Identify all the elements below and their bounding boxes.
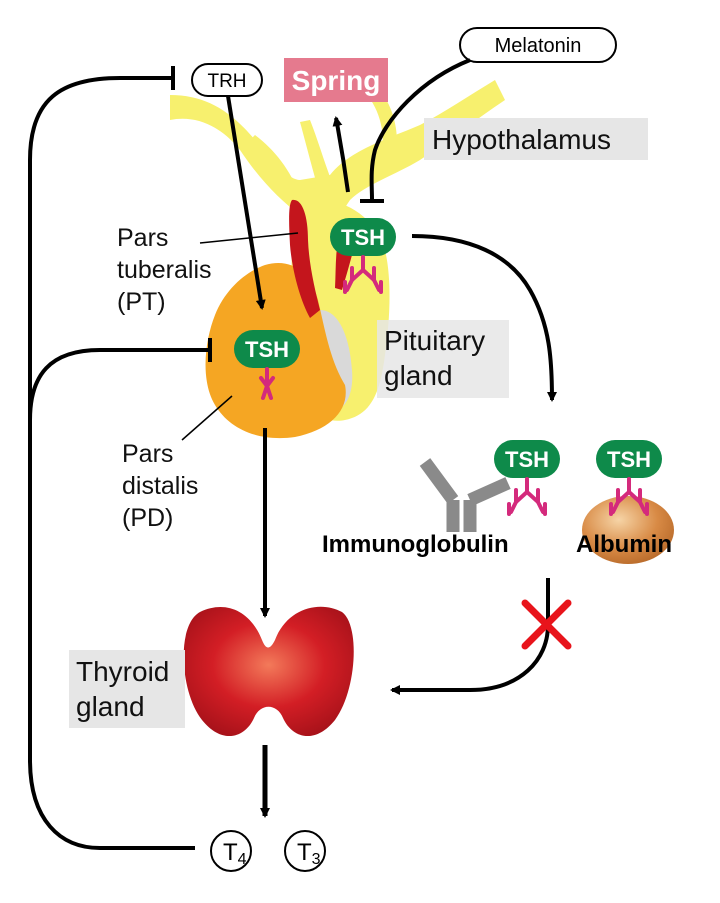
spring-label-box <box>284 58 388 102</box>
tsh-pt-label: TSH <box>341 225 385 250</box>
block-cross-icon <box>521 599 572 650</box>
pars-tuberalis-label-line1: Pars <box>117 224 168 252</box>
melatonin-label-box <box>459 27 617 63</box>
tsh-pd-receptor-icon <box>259 367 275 400</box>
melatonin-label: Melatonin <box>495 35 582 57</box>
tsh-albumin: TSH <box>596 440 662 516</box>
thyroid-label-line2: gland <box>76 691 145 722</box>
pars-tuberalis-label-line3: (PT) <box>117 288 166 316</box>
pars-tuberalis-shape <box>289 199 320 318</box>
tsh-pt-receptor-icon <box>343 255 383 294</box>
tsh-albumin-label: TSH <box>607 447 651 472</box>
svg-text:T3: T3 <box>297 839 321 868</box>
tsh-pd-label: TSH <box>245 337 289 362</box>
pars-distalis-label-line1: Pars <box>122 440 173 468</box>
tsh-immunoglobulin-receptor-icon <box>507 477 547 516</box>
svg-text:T4: T4 <box>223 839 247 868</box>
antibody-icon <box>419 458 511 532</box>
trh-label: TRH <box>207 71 246 92</box>
thyroid-gland-shape <box>183 606 354 737</box>
tsh-albumin-receptor-icon <box>609 477 649 516</box>
pars-distalis-label-line3: (PD) <box>122 504 173 532</box>
albumin-shape <box>582 496 674 564</box>
spring-label: Spring <box>292 65 381 96</box>
tsh-pt: TSH <box>330 218 396 294</box>
immunoglobulin-label: Immunoglobulin <box>322 531 509 558</box>
pars-tuberalis-label-line2: tuberalis <box>117 256 212 284</box>
pars-distalis-label-line2: distalis <box>122 472 198 500</box>
thyroid-label-line1: Thyroid <box>76 656 169 687</box>
tsh-immunoglobulin: TSH <box>494 440 560 516</box>
hypothalamus-label: Hypothalamus <box>432 124 611 155</box>
t4-hormone: T4 <box>210 830 252 872</box>
pituitary-label-line1: Pituitary <box>384 325 485 356</box>
tsh-pd: TSH <box>234 330 300 400</box>
thyroid-label-box <box>69 650 185 728</box>
trh-label-box <box>191 63 263 97</box>
hypothalamus-label-box <box>424 118 648 160</box>
albumin-label: Albumin <box>576 531 672 558</box>
pituitary-label-box <box>377 320 509 398</box>
pituitary-label-line2: gland <box>384 360 453 391</box>
tsh-immunoglobulin-label: TSH <box>505 447 549 472</box>
t3-hormone: T3 <box>284 830 326 872</box>
